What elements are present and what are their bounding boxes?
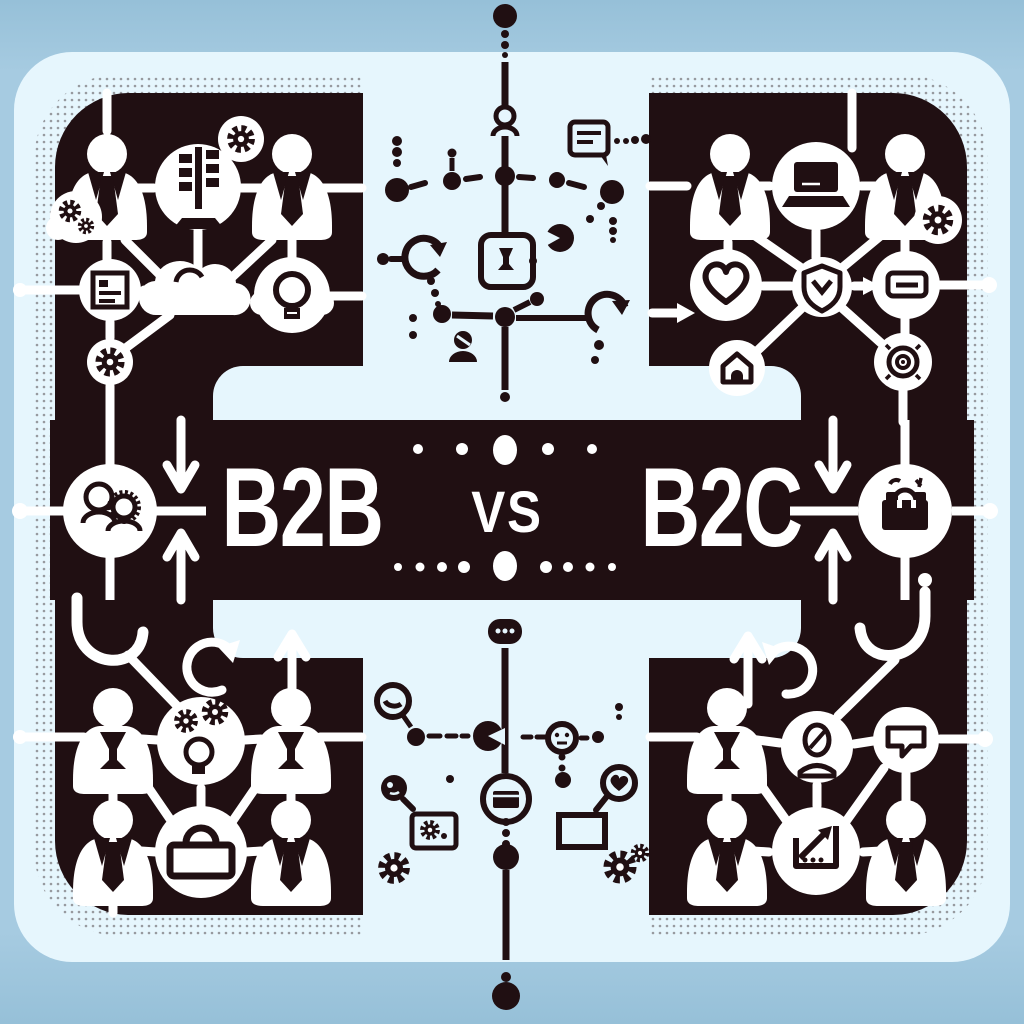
framed-gear-icon bbox=[409, 811, 459, 851]
constellation-top bbox=[377, 4, 651, 402]
right-arrowhead bbox=[863, 277, 880, 295]
label-vs: VS bbox=[471, 480, 543, 545]
partnership-node bbox=[12, 420, 206, 600]
ellipsis-node-icon bbox=[488, 619, 522, 644]
loop-arrow-icon bbox=[584, 290, 630, 334]
down-arrow-right bbox=[814, 415, 852, 494]
magnifier-heart-icon bbox=[593, 764, 638, 813]
pacman-node-icon bbox=[473, 721, 505, 751]
hooks bbox=[71, 573, 932, 666]
office-building-icon bbox=[155, 144, 241, 230]
partnership-people-icon bbox=[63, 464, 157, 558]
gear-icon bbox=[914, 196, 962, 244]
gears-cloud-icon bbox=[46, 191, 102, 243]
edge-dot bbox=[977, 731, 993, 747]
loop-arrow-icon bbox=[401, 234, 447, 280]
dotted-row-bottom bbox=[394, 551, 616, 581]
up-arrow-icon bbox=[729, 631, 767, 709]
customer-profile-icon bbox=[781, 711, 853, 783]
edge-dot bbox=[13, 283, 27, 297]
quadrant-bottom-left bbox=[13, 629, 367, 918]
key-node-icon bbox=[443, 148, 461, 190]
smiley-icon bbox=[374, 682, 412, 720]
chat-gear-bubble-icon bbox=[218, 116, 264, 162]
band-decor bbox=[12, 415, 998, 666]
hook-right bbox=[854, 586, 931, 661]
target-icon bbox=[874, 333, 932, 391]
rectangle-node bbox=[556, 812, 608, 850]
chat-bubble-icon bbox=[873, 707, 939, 773]
person-silhouette-icon bbox=[449, 331, 477, 362]
lightbulb-icon bbox=[250, 257, 334, 333]
quadrant-bottom-right bbox=[645, 631, 993, 906]
quadrant-top-left bbox=[13, 88, 367, 427]
box-circle-icon bbox=[480, 773, 532, 825]
loop-arrow-icon bbox=[762, 641, 818, 699]
laptop-icon bbox=[772, 142, 860, 230]
edge-dot bbox=[13, 730, 27, 744]
up-arrow-left bbox=[162, 528, 200, 605]
label-b2c: B2C bbox=[640, 445, 803, 570]
document-card-icon bbox=[79, 259, 141, 321]
down-arrow-left bbox=[162, 415, 200, 494]
loop-arrow-icon bbox=[182, 637, 240, 697]
process-box-icon bbox=[478, 232, 537, 290]
home-icon bbox=[709, 340, 765, 396]
dotted-row-top bbox=[413, 435, 597, 465]
magnifier-face-icon bbox=[381, 775, 416, 812]
browser-bubble-icon bbox=[567, 119, 611, 166]
padlock-icon bbox=[155, 806, 247, 898]
shield-icon bbox=[792, 257, 852, 317]
gear-dial-icon bbox=[87, 339, 133, 385]
shopping-node bbox=[790, 420, 998, 600]
heart-icon bbox=[690, 249, 762, 321]
growth-chart-icon bbox=[772, 807, 860, 895]
quadrant-top-right bbox=[645, 88, 997, 427]
right-arrowhead bbox=[677, 303, 695, 323]
credit-card-icon bbox=[872, 251, 940, 319]
edge-dot bbox=[981, 277, 997, 293]
gears-lightbulb-icon bbox=[157, 697, 245, 785]
hook-left bbox=[71, 592, 149, 666]
cloud-icon bbox=[138, 261, 251, 316]
person-icon bbox=[490, 104, 520, 137]
label-b2b: B2B bbox=[221, 445, 384, 570]
up-arrow-right bbox=[814, 528, 852, 605]
pacman-node-icon bbox=[542, 224, 574, 252]
face-node-icon bbox=[545, 721, 579, 755]
constellation-bottom bbox=[374, 619, 647, 1010]
